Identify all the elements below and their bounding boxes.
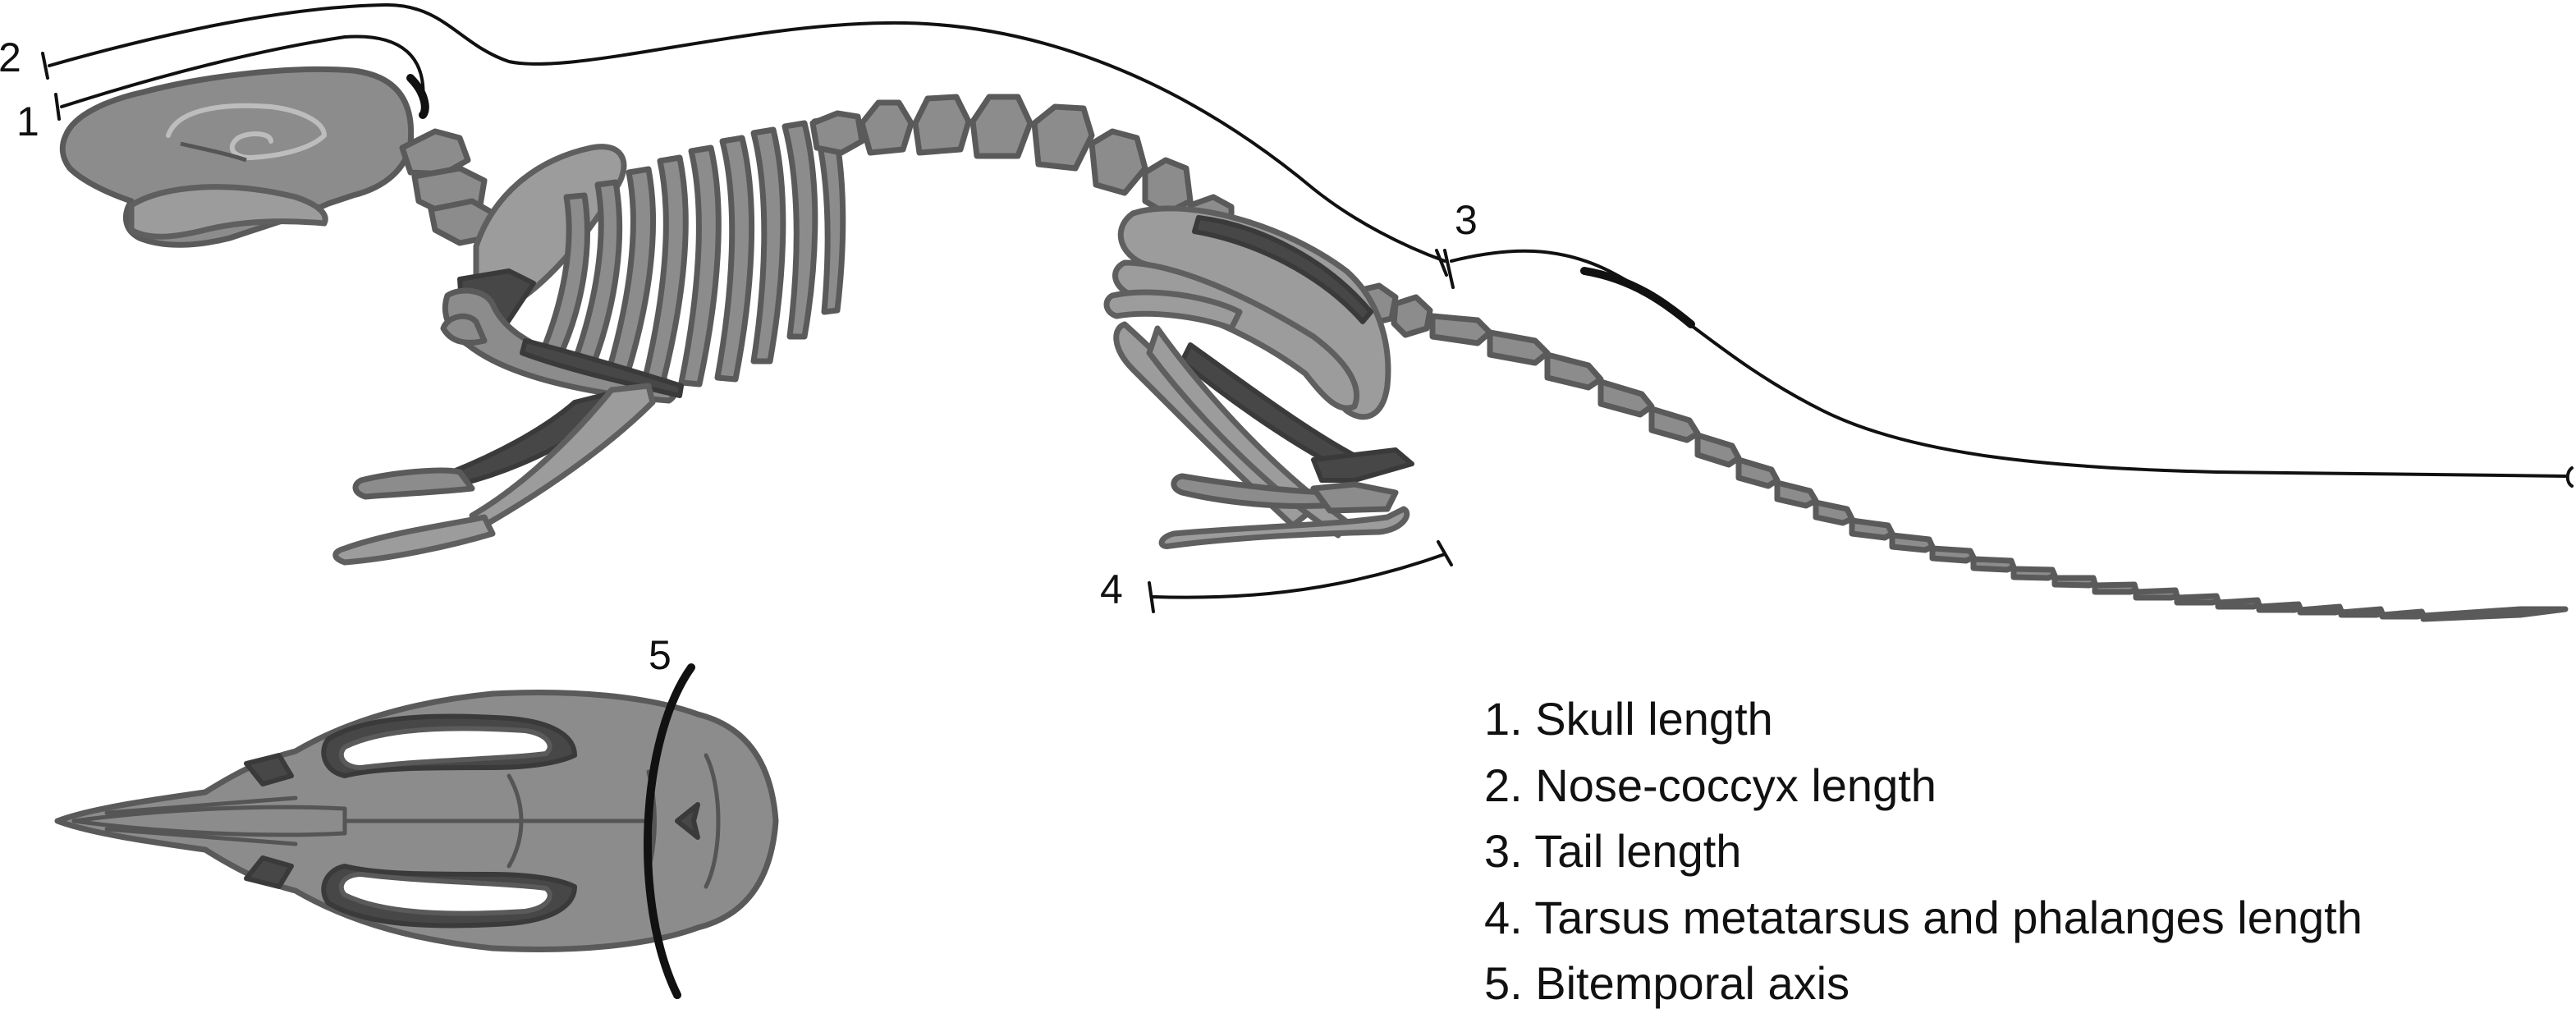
legend-item-skull-length: 1. Skull length bbox=[1484, 693, 1773, 745]
marker-2: 2 bbox=[0, 34, 21, 80]
marker-3: 3 bbox=[1455, 197, 1478, 243]
marker-5: 5 bbox=[649, 632, 672, 678]
legend: 1. Skull length 2. Nose-coccyx length 3.… bbox=[1484, 686, 2363, 1017]
legend-item-bitemporal-axis: 5. Bitemporal axis bbox=[1484, 957, 1850, 1009]
tail-vertebrae bbox=[1429, 313, 2569, 622]
pelvis-hindlimbs bbox=[1103, 205, 1414, 549]
marker-4: 4 bbox=[1100, 566, 1123, 612]
legend-item-hindfoot-length: 4. Tarsus metatarsus and phalanges lengt… bbox=[1484, 891, 2363, 943]
nose-coccyx-line bbox=[48, 2, 1446, 263]
skull-lateral bbox=[59, 66, 415, 248]
hindfoot-length-line bbox=[1152, 553, 1446, 599]
skull-dorsal bbox=[54, 690, 779, 952]
tail-length-line bbox=[1450, 249, 2567, 478]
forelimbs bbox=[332, 383, 656, 566]
legend-item-tail-length: 3. Tail length bbox=[1484, 825, 1742, 877]
bitemporal-axis-line bbox=[644, 663, 695, 999]
skull-length-line bbox=[60, 34, 425, 108]
ribcage bbox=[440, 115, 846, 404]
legend-item-nose-coccyx-length: 2. Nose-coccyx length bbox=[1484, 759, 1937, 811]
marker-1: 1 bbox=[16, 99, 39, 144]
measurement-lines bbox=[41, 2, 2574, 999]
